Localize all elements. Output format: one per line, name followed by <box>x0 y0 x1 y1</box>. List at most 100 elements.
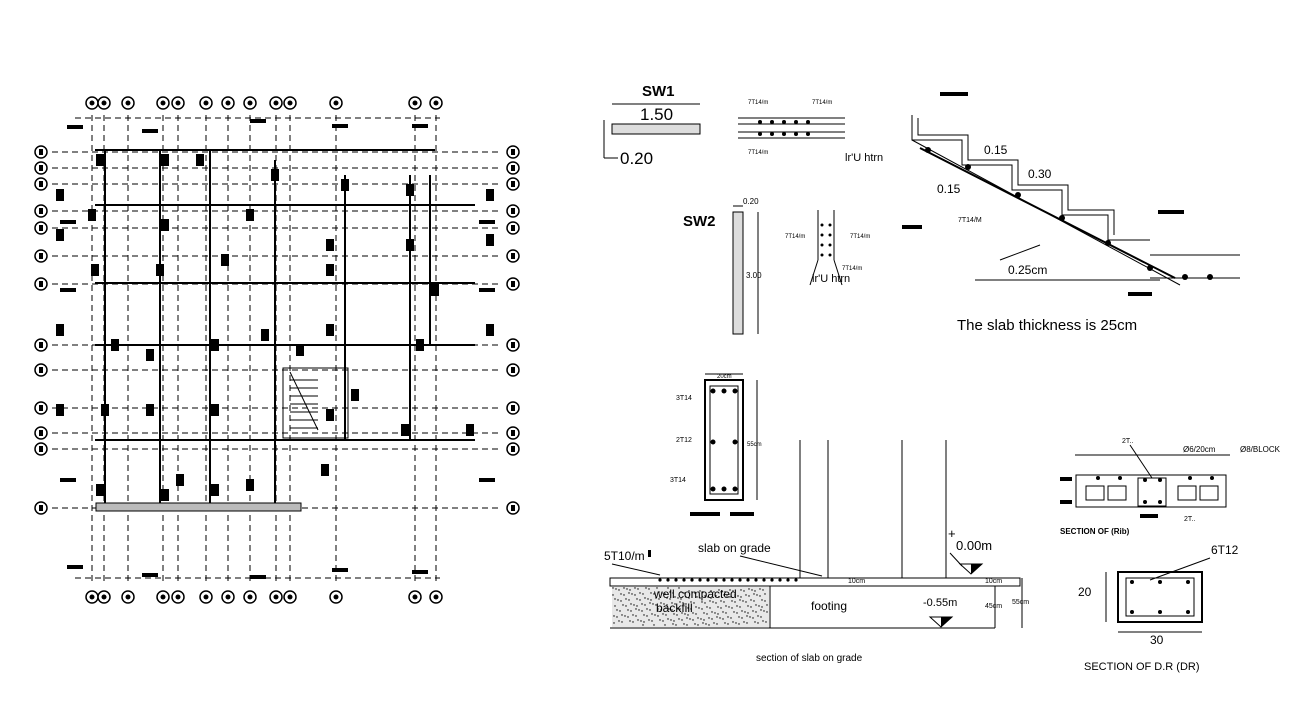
column-mark <box>176 474 184 486</box>
column-mark <box>96 154 104 166</box>
sw2-rebar-right: 7T14/m <box>850 234 870 240</box>
column-mark <box>56 404 64 416</box>
sog-footing: footing <box>811 599 847 613</box>
dimension-mark <box>142 129 158 133</box>
column-mark <box>271 169 279 181</box>
sw1-width-dim: 1.50 <box>640 105 673 124</box>
sw2-detail: SW2 0.20 3.00 7T14/m 7T14/m 7T14/m lr'U … <box>683 197 870 335</box>
column-mark <box>146 349 154 361</box>
rib-top-label: 2T.. <box>1122 438 1133 445</box>
slab <box>609 577 1021 587</box>
column-mark <box>101 404 109 416</box>
column-mark <box>96 484 104 496</box>
dimension-mark <box>250 119 266 123</box>
sog-slab-label: slab on grade <box>698 541 771 555</box>
column-outline <box>704 379 744 501</box>
foundation-plan <box>34 96 520 604</box>
sw1-title: SW1 <box>642 83 675 100</box>
column-mark <box>161 219 169 231</box>
sw1-wall <box>611 123 701 135</box>
rib-caption: SECTION OF (Rib) <box>1060 527 1130 536</box>
column-mark <box>406 239 414 251</box>
sog-dim-45: 45cm <box>985 603 1002 610</box>
column-mark <box>326 409 334 421</box>
column-mark <box>56 229 64 241</box>
plan-grid-lines <box>52 115 502 585</box>
dimension-mark <box>412 570 428 574</box>
slab-on-grade-section: 5T10/m slab on grade + 0.00m -0.55m well… <box>604 440 1029 664</box>
stair-treads <box>289 371 319 431</box>
dimension-mark <box>60 288 76 292</box>
column-mark <box>321 464 329 476</box>
column-mark <box>466 424 474 436</box>
sog-backfill-2: backfill <box>656 601 693 615</box>
sog-level-top: 0.00m <box>956 538 992 553</box>
rib-section: 2T.. Ø6/20cm Ø8/BLOCK 2T.. SECTION OF (R… <box>1060 438 1281 536</box>
sog-caption: section of slab on grade <box>756 653 863 664</box>
column-mark <box>111 339 119 351</box>
dimension-mark <box>332 124 348 128</box>
dimension-mark <box>479 478 495 482</box>
column-mark <box>196 154 204 166</box>
column-mark <box>401 424 409 436</box>
column-mark <box>246 479 254 491</box>
grid-bubbles-top <box>85 96 443 110</box>
column-mark <box>326 239 334 251</box>
column-mark <box>296 344 304 356</box>
grid-bubbles-side <box>34 145 520 515</box>
stair-rebar: 7T14/M <box>958 217 982 224</box>
column-mark <box>88 209 96 221</box>
sw2-thick-dim: 0.20 <box>743 197 759 206</box>
dr-height: 20 <box>1078 585 1092 599</box>
sw1-note: lr'U htrn <box>845 152 883 164</box>
sog-dim-10-a: 10cm <box>848 578 865 585</box>
column-mark <box>326 264 334 276</box>
dimension-mark <box>332 568 348 572</box>
column-mark <box>91 264 99 276</box>
dr-section: 6T12 20 30 SECTION OF D.R (DR) <box>1078 543 1239 673</box>
column-mark <box>56 324 64 336</box>
sw2-title: SW2 <box>683 213 716 230</box>
column-mark <box>486 324 494 336</box>
column-mark <box>221 254 229 266</box>
column-mark <box>486 189 494 201</box>
column-mark <box>486 234 494 246</box>
stair-slab-dim: 0.25cm <box>1008 263 1047 277</box>
dimension-mark <box>60 478 76 482</box>
stair-section: 0.15 0.30 0.15 7T14/M 0.25cm The slab th… <box>902 92 1240 334</box>
sw1-rebar-top-right: 7T14/m <box>812 100 832 106</box>
column-mark <box>211 339 219 351</box>
column-width: 20cm <box>717 374 732 380</box>
dr-outline <box>1117 571 1203 623</box>
column-mark <box>341 179 349 191</box>
rib-stirrup: Ø6/20cm <box>1183 445 1216 454</box>
dimension-mark <box>67 565 83 569</box>
dimension-mark <box>142 573 158 577</box>
hatched-wall <box>95 502 302 512</box>
grid-bubbles-bottom <box>85 590 443 604</box>
plan-beams <box>95 149 475 510</box>
column-mark <box>146 404 154 416</box>
column-mark <box>431 284 439 296</box>
column-mark <box>246 209 254 221</box>
column-mark <box>351 389 359 401</box>
stair-well <box>282 367 349 439</box>
sw2-rebar-bottom: 7T14/m <box>842 266 862 272</box>
column-mark <box>211 404 219 416</box>
sw2-rebar-left: 7T14/m <box>785 234 805 240</box>
sw1-detail: SW1 1.50 0.20 7T14/m 7T14/m 7T14/m lr'U … <box>603 83 883 168</box>
sog-dim-55: 55cm <box>1012 599 1029 606</box>
dimension-mark <box>479 288 495 292</box>
dimension-mark <box>67 125 83 129</box>
dimension-mark <box>60 220 76 224</box>
sog-level-bottom: -0.55m <box>923 597 957 609</box>
dr-bars: 6T12 <box>1211 543 1239 557</box>
dimension-mark <box>479 220 495 224</box>
column-height: 55cm <box>747 442 762 448</box>
column-mark <box>211 484 219 496</box>
column-mark <box>261 329 269 341</box>
dr-width: 30 <box>1150 633 1164 647</box>
sog-dim-10-b: 10cm <box>985 578 1002 585</box>
column-mark <box>406 184 414 196</box>
